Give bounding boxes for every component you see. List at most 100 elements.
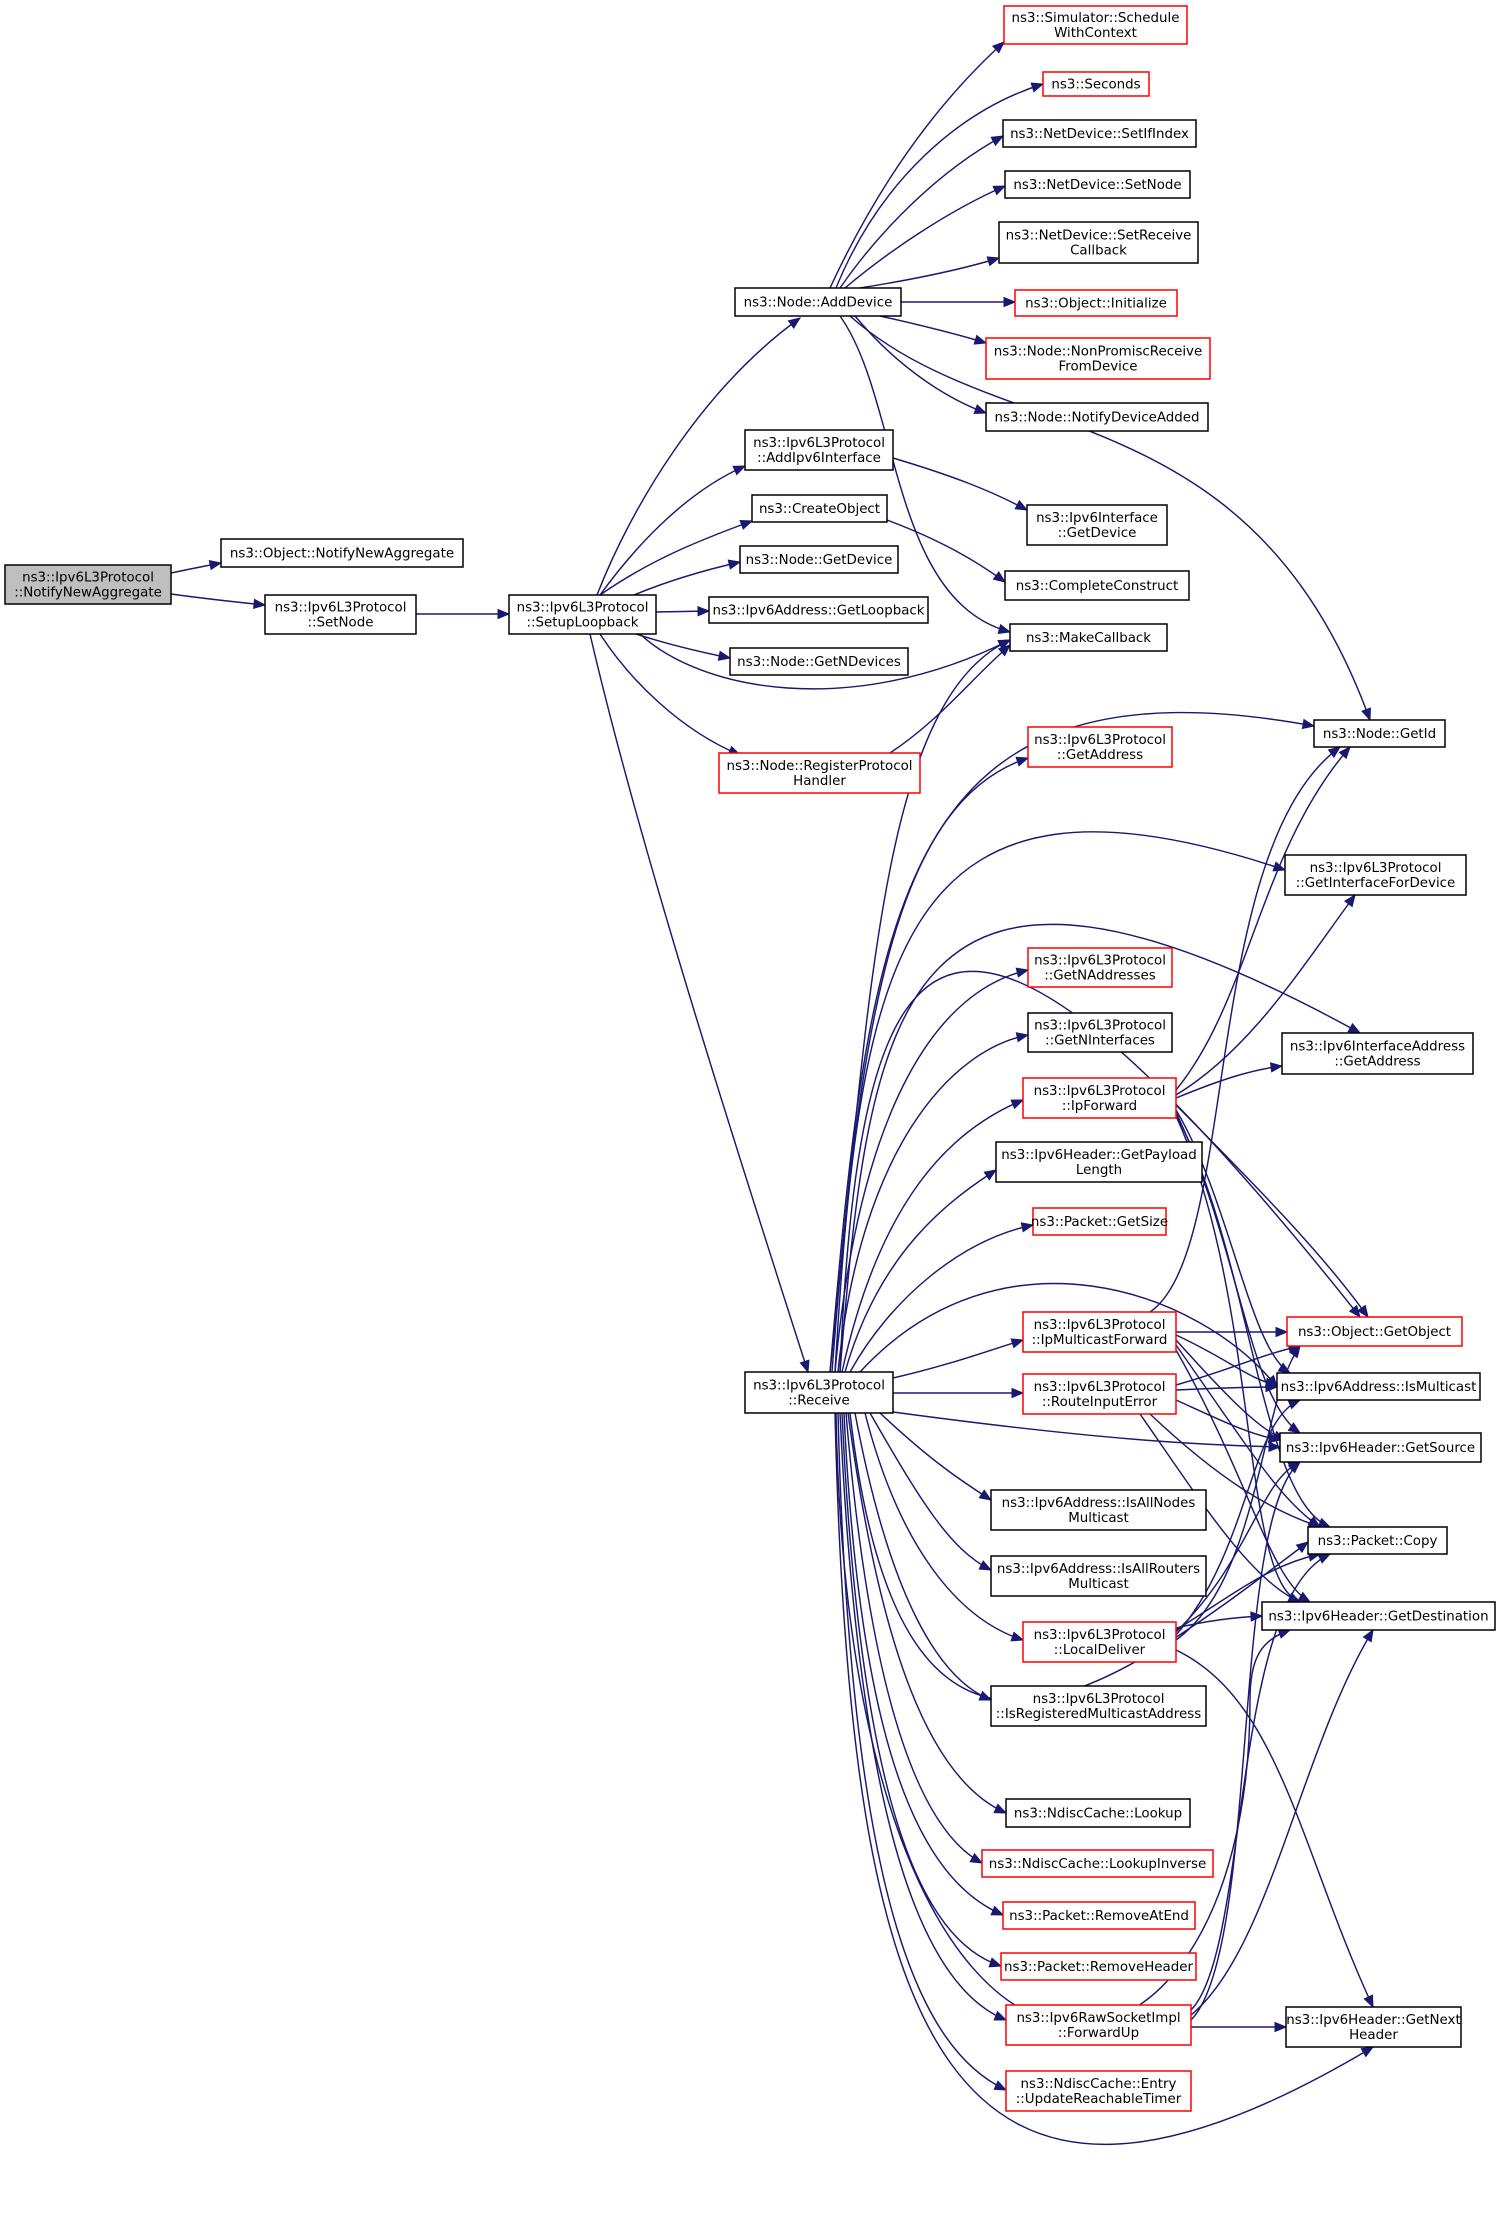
node-ipfwd[interactable]: ns3::Ipv6L3Protocol::IpForward: [1022, 1077, 1177, 1119]
edge-setup-to-addif: [599, 465, 747, 596]
node-makecb[interactable]: ns3::MakeCallback: [1009, 623, 1168, 652]
node-createobj[interactable]: ns3::CreateObject: [751, 494, 888, 523]
arrowhead: [978, 1560, 993, 1571]
node-setifindex[interactable]: ns3::NetDevice::SetIfIndex: [1002, 119, 1197, 148]
node-lookupinv[interactable]: ns3::NdiscCache::LookupInverse: [981, 1849, 1214, 1878]
node-box: [1004, 170, 1191, 199]
node-complete[interactable]: ns3::CompleteConstruct: [1004, 570, 1190, 601]
arrowhead: [697, 605, 711, 617]
node-getloop[interactable]: ns3::Ipv6Address::GetLoopback: [708, 596, 929, 624]
edge-receive-to-allnodes: [879, 1412, 993, 1501]
node-nd_setnode[interactable]: ns3::NetDevice::SetNode: [1004, 170, 1191, 199]
node-seconds[interactable]: ns3::Seconds: [1042, 71, 1150, 97]
edge-receive-to-getnaddr: [834, 967, 1030, 1373]
arrowhead: [1360, 2046, 1375, 2058]
node-receive[interactable]: ns3::Ipv6L3Protocol::Receive: [744, 1371, 894, 1414]
arrowhead: [497, 608, 511, 620]
node-label: ns3::Ipv6L3Protocol: [753, 436, 885, 451]
node-routeerr[interactable]: ns3::Ipv6L3Protocol::RouteInputError: [1022, 1373, 1177, 1415]
node-label: ::IpMulticastForward: [1032, 1333, 1168, 1348]
node-label: ns3::Object::GetObject: [1298, 1325, 1451, 1340]
node-ipmcast[interactable]: ns3::Ipv6L3Protocol::IpMulticastForward: [1022, 1311, 1177, 1353]
node-getnaddr[interactable]: ns3::Ipv6L3Protocol::GetNAddresses: [1027, 947, 1173, 988]
node-removehdr[interactable]: ns3::Packet::RemoveHeader: [1000, 1952, 1197, 1981]
arrowhead: [997, 639, 1012, 650]
node-box: [985, 402, 1209, 432]
node-box: [744, 429, 894, 471]
node-box: [1014, 289, 1178, 317]
node-getdest[interactable]: ns3::Ipv6Header::GetDestination: [1261, 1601, 1496, 1631]
node-obj_notify[interactable]: ns3::Object::NotifyNewAggregate: [220, 538, 464, 568]
edge-receive-to-getnext: [834, 1412, 1375, 2146]
node-removeend[interactable]: ns3::Packet::RemoveAtEnd: [1002, 1901, 1196, 1930]
node-lookup[interactable]: ns3::NdiscCache::Lookup: [1005, 1798, 1191, 1828]
node-setnode[interactable]: ns3::Ipv6L3Protocol::SetNode: [264, 594, 417, 635]
node-box: [1002, 119, 1197, 148]
node-setup[interactable]: ns3::Ipv6L3Protocol::SetupLoopback: [508, 594, 657, 635]
edge-receive-to-removehdr: [841, 1412, 1003, 1968]
edge-receive-to-lookup: [847, 1412, 1008, 1814]
node-fwdup[interactable]: ns3::Ipv6RawSocketImpl::ForwardUp: [1005, 2004, 1192, 2046]
node-label: ns3::Ipv6Header::GetNext: [1286, 2013, 1461, 2028]
node-getdevice[interactable]: ns3::Node::GetDevice: [739, 545, 899, 574]
node-label: ns3::Packet::RemoveHeader: [1004, 1960, 1193, 1975]
node-box: [990, 1685, 1207, 1727]
node-label: ::SetNode: [308, 616, 374, 631]
edge-adddevice-to-setrecv: [859, 256, 1001, 289]
edge-fwdup-to-getnext: [1191, 2021, 1288, 2033]
node-getsource[interactable]: ns3::Ipv6Header::GetSource: [1279, 1432, 1482, 1463]
node-getaddr[interactable]: ns3::Ipv6L3Protocol::GetAddress: [1027, 726, 1173, 768]
node-ismcast[interactable]: ns3::Ipv6Address::IsMulticast: [1276, 1372, 1481, 1401]
node-getid[interactable]: ns3::Node::GetId: [1313, 719, 1446, 748]
node-getobject[interactable]: ns3::Object::GetObject: [1286, 1316, 1463, 1347]
node-updtimer[interactable]: ns3::NdiscCache::Entry::UpdateReachableT…: [1005, 2070, 1192, 2112]
node-box: [1022, 1077, 1177, 1119]
node-notify[interactable]: ns3::Ipv6L3Protocol::NotifyNewAggregate: [4, 564, 172, 605]
arrowhead: [717, 650, 732, 661]
node-box: [744, 1371, 894, 1414]
node-localdel[interactable]: ns3::Ipv6L3Protocol::LocalDeliver: [1022, 1621, 1177, 1663]
node-getiffordev[interactable]: ns3::Ipv6L3Protocol::GetInterfaceForDevi…: [1284, 854, 1467, 896]
edge-setup-to-createobj: [599, 520, 754, 596]
node-if_getdev[interactable]: ns3::Ipv6Interface::GetDevice: [1026, 504, 1168, 546]
node-init[interactable]: ns3::Object::Initialize: [1014, 289, 1178, 317]
node-adddevice[interactable]: ns3::Node::AddDevice: [734, 287, 902, 317]
node-label: ns3::Ipv6Address::IsMulticast: [1281, 1380, 1477, 1395]
node-label: ::GetInterfaceForDevice: [1296, 876, 1456, 891]
node-label: ::RouteInputError: [1042, 1395, 1158, 1410]
node-label: ::IsRegisteredMulticastAddress: [996, 1707, 1201, 1722]
node-box: [985, 337, 1211, 380]
arrowhead: [1338, 746, 1351, 760]
call-nodes: ns3::Ipv6L3Protocol::NotifyNewAggregaten…: [4, 5, 1496, 2112]
edge-routeerr-to-getsource: [1175, 1399, 1282, 1444]
node-box: [729, 647, 909, 676]
node-notifyadded[interactable]: ns3::Node::NotifyDeviceAdded: [985, 402, 1209, 432]
edge-adddevice-to-getid: [849, 315, 1371, 722]
node-label: Multicast: [1068, 1511, 1129, 1526]
node-pcopy[interactable]: ns3::Packet::Copy: [1307, 1526, 1448, 1555]
arrowhead: [1327, 746, 1342, 759]
arrowhead: [1287, 1422, 1302, 1434]
node-getsize[interactable]: ns3::Packet::GetSize: [1031, 1207, 1168, 1236]
arrowhead: [1301, 718, 1316, 730]
node-isreg[interactable]: ns3::Ipv6L3Protocol::IsRegisteredMultica…: [990, 1685, 1207, 1727]
arrowhead: [991, 41, 1005, 54]
arrowhead: [1010, 1631, 1025, 1642]
edge-ipmcast-to-ismcast: [1175, 1334, 1279, 1388]
edge-setup-to-getdevice: [633, 559, 742, 596]
node-box: [1009, 623, 1168, 652]
node-box: [981, 1849, 1214, 1878]
node-addif[interactable]: ns3::Ipv6L3Protocol::AddIpv6Interface: [744, 429, 894, 471]
node-getnif[interactable]: ns3::Ipv6L3Protocol::GetNInterfaces: [1027, 1012, 1173, 1053]
node-getndev[interactable]: ns3::Node::GetNDevices: [729, 647, 909, 676]
arrowhead: [799, 1359, 810, 1374]
node-ifaddr[interactable]: ns3::Ipv6InterfaceAddress::GetAddress: [1281, 1032, 1474, 1075]
